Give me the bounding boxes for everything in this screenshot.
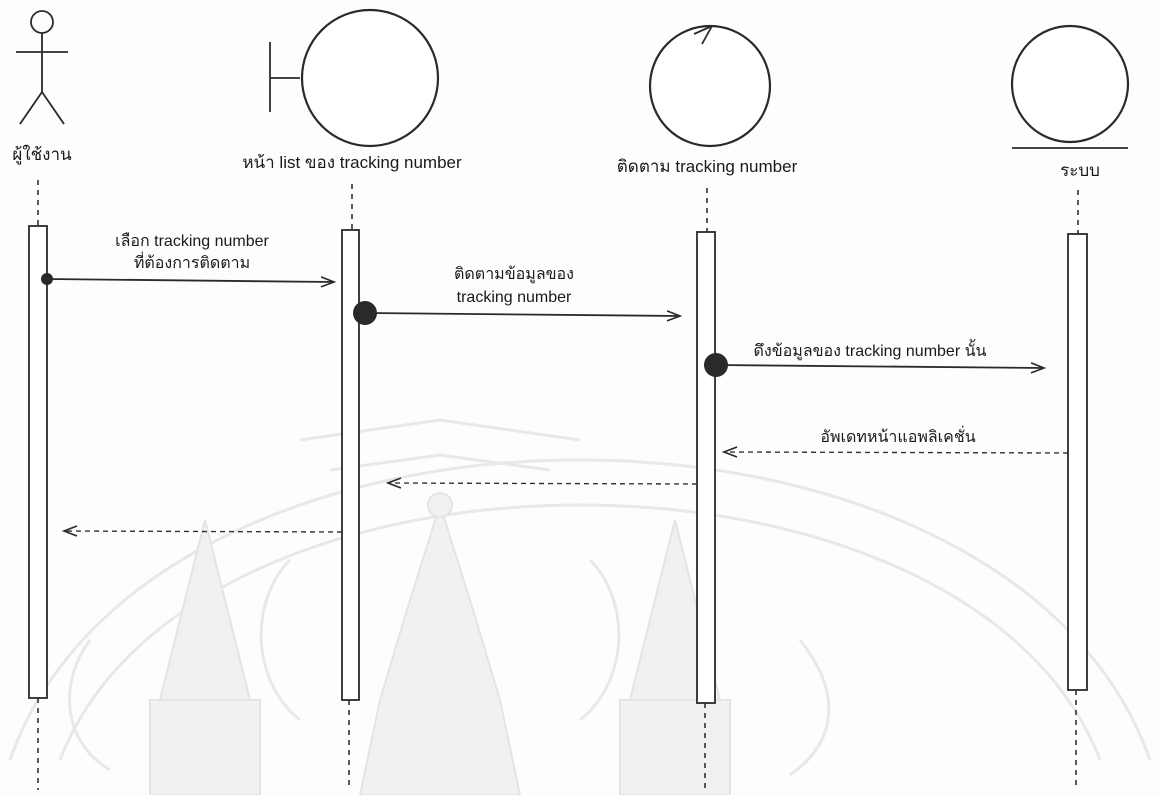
- message-select-label-line2: ที่ต้องการติดตาม: [134, 251, 250, 272]
- message-select-label-line1: เลือก tracking number: [115, 232, 269, 250]
- activation-bar-boundary: [341, 229, 360, 701]
- message-fetch-arrow: [715, 365, 1044, 368]
- actor-user-icon: [16, 10, 68, 125]
- boundary-object-icon: [269, 8, 440, 148]
- return-to-user-arrow: [64, 531, 343, 532]
- activation-bar-control: [696, 231, 716, 704]
- entity-object-label: ระบบ: [1060, 161, 1100, 180]
- return-to-boundary-arrow: [388, 483, 698, 484]
- message-select-arrow: [46, 279, 334, 282]
- control-object-icon: [648, 24, 772, 148]
- return-update-label: อัพเดทหน้าแอพลิเคชั่น: [820, 425, 975, 446]
- return-update-arrow: [724, 452, 1069, 453]
- activation-bar-user: [28, 225, 48, 699]
- message-track-label-line1: ติดตามข้อมูลของ: [454, 265, 574, 284]
- watermark-seal: [8, 418, 1152, 795]
- actor-user-label: ผู้ใช้งาน: [12, 144, 72, 165]
- control-object-label: ติดตาม tracking number: [617, 157, 798, 176]
- entity-object-icon: [1010, 24, 1130, 149]
- boundary-object-label: หน้า list ของ tracking number: [242, 153, 462, 172]
- message-track-arrow: [364, 313, 680, 316]
- activation-bar-entity: [1067, 233, 1088, 691]
- message-fetch-label: ดึงข้อมูลของ tracking number นั้น: [754, 339, 987, 361]
- message-track-label-line2: tracking number: [457, 289, 572, 306]
